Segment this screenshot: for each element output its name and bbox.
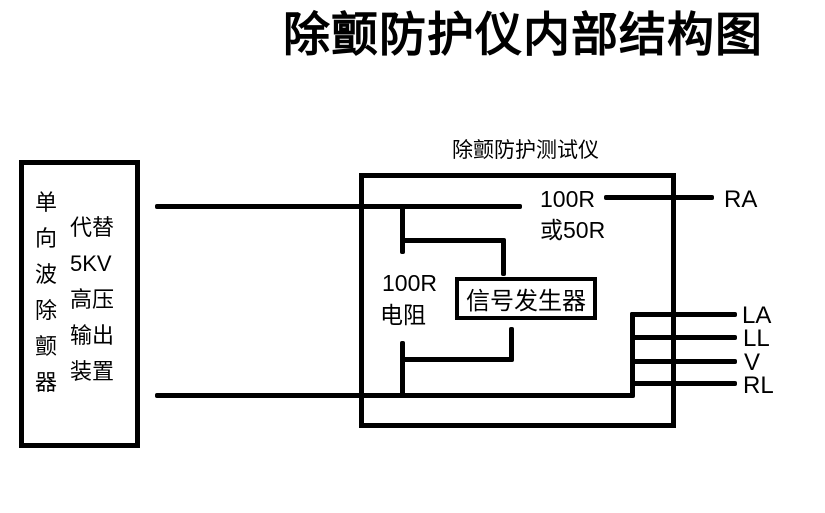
signal-generator-box: 信号发生器: [455, 277, 597, 320]
wire-terminal-bus: [630, 312, 635, 398]
wire-bottom-return: [155, 393, 634, 398]
defibrillator-vertical-label: 单向波除颤器: [34, 190, 57, 395]
wire-lead-ll: [630, 335, 737, 340]
signal-generator-label: 信号发生器: [466, 288, 586, 315]
wire-generator-top-drop: [501, 240, 506, 276]
wire-top-input: [155, 204, 522, 209]
resistor-top-value: 100R: [540, 186, 595, 212]
wire-lead-rl: [630, 381, 737, 386]
wire-to-generator-top: [400, 238, 506, 243]
resistor-top-alt-value: 或50R: [540, 217, 606, 243]
defib-line-2: 5KV: [70, 251, 112, 276]
resistor-left-value: 100R: [382, 270, 437, 296]
wire-generator-bottom-run: [400, 357, 513, 362]
defib-line-4: 输出: [70, 323, 115, 348]
tester-box: [359, 173, 676, 428]
terminal-label-v: V: [744, 349, 761, 376]
defib-line-3: 高压: [70, 287, 115, 312]
tester-box-caption: 除颤防护测试仪: [452, 139, 599, 162]
wire-lead-ra: [604, 195, 714, 200]
terminal-label-rl: RL: [743, 372, 774, 399]
resistor-left-caption: 电阻: [380, 302, 426, 328]
wire-generator-bottom-drop: [509, 327, 514, 362]
terminal-label-ra: RA: [724, 186, 758, 213]
defib-line-1: 代替: [70, 215, 115, 240]
terminal-label-la: LA: [742, 302, 772, 329]
wire-lead-la: [630, 312, 737, 317]
defib-line-5: 装置: [70, 359, 115, 384]
defibrillator-sub-label: 代替 5KV 高压 输出 装置: [70, 210, 114, 390]
wire-lead-v: [630, 359, 737, 364]
wire-return-drop: [400, 341, 405, 398]
defibrillator-box: 单向波除颤器 代替 5KV 高压 输出 装置: [19, 160, 140, 448]
diagram-title: 除颤防护仪内部结构图: [283, 8, 763, 61]
wire-resistor-drop: [400, 206, 405, 254]
terminal-label-ll: LL: [743, 325, 770, 352]
